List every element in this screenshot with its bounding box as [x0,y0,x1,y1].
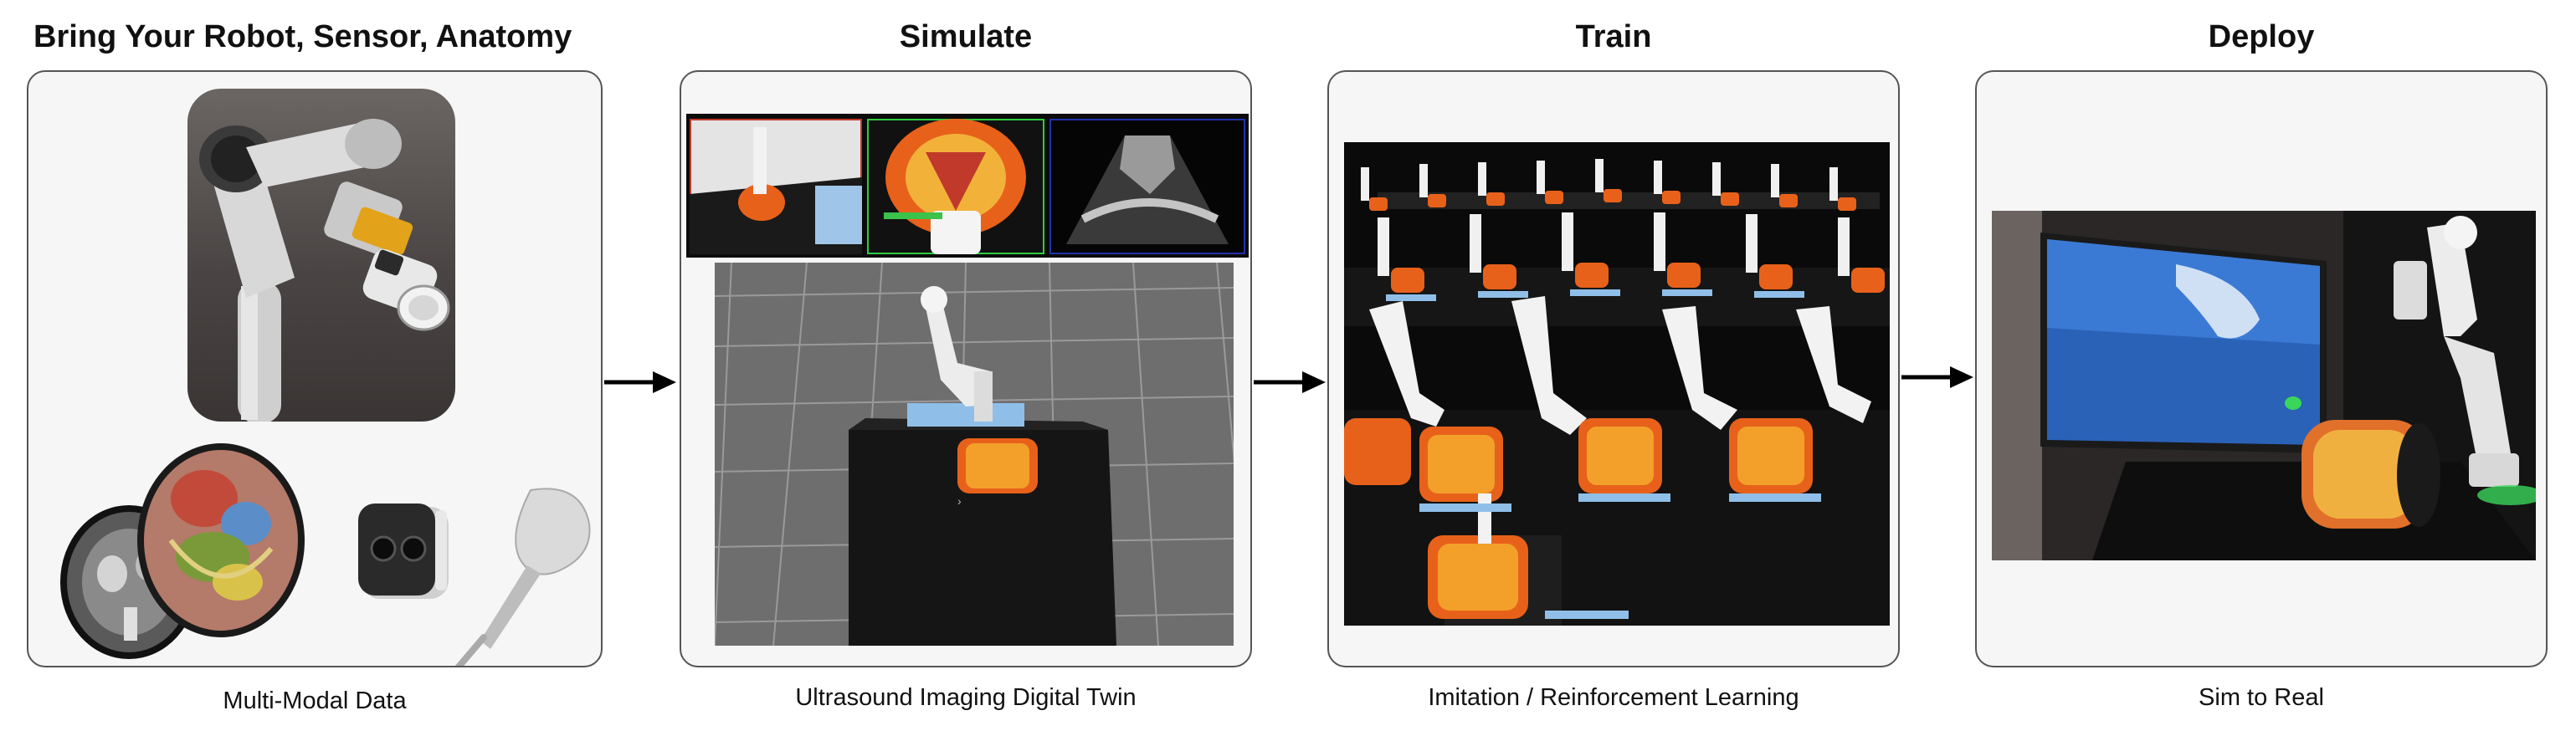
real-robot-photo [1992,211,2536,560]
depth-camera-icon [358,504,449,599]
robot-arm-icon [199,119,450,422]
stage-4-panel [1975,70,2548,667]
stage-2-caption: Ultrasound Imaging Digital Twin [795,684,1137,711]
anatomy-model-icon [137,443,305,637]
stage-1-title: Bring Your Robot, Sensor, Anatomy [33,19,572,54]
arrow-right-icon [604,371,676,393]
arrow-right-icon [1901,366,1973,388]
stage-2-panel: › [680,70,1252,667]
env-row-middle [1344,212,1890,326]
sim-camera-view [690,119,862,254]
sim-ultrasound-overlay [867,119,1044,254]
stage-3-panel [1327,70,1900,667]
sim-ultrasound-image [1049,119,1245,254]
parallel-training-envs-image [1344,142,1890,626]
stage-3-title: Train [1575,19,1652,54]
svg-text:›: › [957,494,962,508]
env-row-back [1361,159,1880,211]
anatomy-images [60,443,305,659]
arrow-right-icon [1254,371,1326,393]
stage-1-caption: Multi-Modal Data [223,688,407,714]
stage-4-title: Deploy [2208,19,2315,54]
stage-2-title: Simulate [899,19,1033,54]
robot-arm-image [187,89,455,422]
env-row-front [1344,296,1890,626]
stage-1-panel [27,70,603,667]
ultrasound-probe-icon [454,488,591,666]
stage-4-caption: Sim to Real [2199,684,2324,711]
sim-scene-image: › [715,263,1234,646]
stage-3-caption: Imitation / Reinforcement Learning [1428,684,1799,711]
